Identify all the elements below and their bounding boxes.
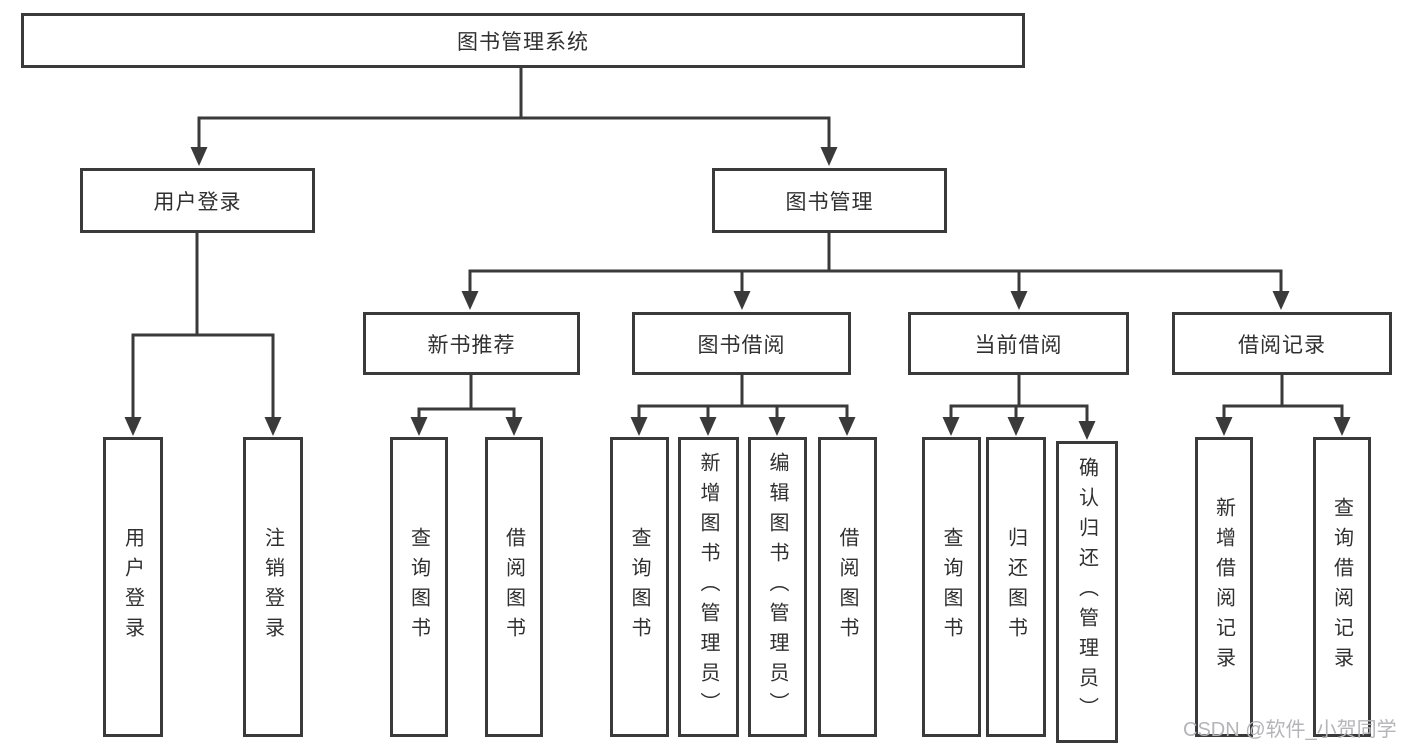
- node-leaf-user-login: 用户登录: [103, 437, 163, 737]
- arrow-down-icon: [820, 147, 838, 166]
- node-label: 新书推荐: [427, 333, 516, 357]
- arrow-down-icon: [1078, 421, 1096, 440]
- node-book-management: 图书管理: [712, 168, 947, 233]
- arrow-down-icon: [838, 417, 856, 436]
- arrow-down-icon: [1272, 291, 1290, 310]
- node-current-borrowing: 当前借阅: [908, 312, 1129, 375]
- node-book-borrowing: 图书借阅: [632, 312, 851, 375]
- node-leaf-query-books-2: 查询图书: [610, 437, 669, 737]
- arrow-down-icon: [1215, 417, 1233, 436]
- node-borrowing-records: 借阅记录: [1172, 312, 1392, 375]
- arrow-down-icon: [1007, 417, 1025, 436]
- node-label: 用户登录: [121, 527, 144, 647]
- node-leaf-query-books-1: 查询图书: [390, 437, 448, 737]
- node-label: 编辑图书（管理员）: [766, 452, 788, 722]
- arrow-down-icon: [1010, 291, 1028, 310]
- node-label: 图书管理: [785, 190, 874, 214]
- arrow-down-icon: [190, 147, 208, 166]
- node-label: 图书管理系统: [457, 30, 589, 54]
- node-label: 借阅记录: [1238, 333, 1326, 357]
- arrow-down-icon: [630, 417, 648, 436]
- arrow-down-icon: [733, 291, 751, 310]
- node-label: 新增图书（管理员）: [697, 452, 719, 722]
- arrow-down-icon: [699, 417, 717, 436]
- node-label: 注销登录: [261, 527, 284, 647]
- node-leaf-edit-books-admin: 编辑图书（管理员）: [748, 437, 807, 737]
- node-leaf-confirm-return-admin: 确认归还（管理员）: [1056, 441, 1118, 743]
- node-label: 查询图书: [940, 527, 962, 647]
- node-leaf-borrow-books-2: 借阅图书: [818, 437, 877, 737]
- node-label: 归还图书: [1004, 527, 1027, 647]
- arrow-down-icon: [768, 417, 786, 436]
- arrow-down-icon: [505, 417, 523, 436]
- node-leaf-add-borrow-record: 新增借阅记录: [1195, 437, 1253, 737]
- arrow-down-icon: [264, 417, 282, 436]
- arrow-down-icon: [124, 417, 142, 436]
- node-label: 借阅图书: [502, 527, 525, 647]
- node-label: 查询图书: [407, 527, 430, 647]
- node-leaf-return-books: 归还图书: [986, 437, 1046, 737]
- node-leaf-logout: 注销登录: [243, 437, 303, 737]
- node-label: 确认归还（管理员）: [1075, 457, 1098, 727]
- arrow-down-icon: [942, 417, 960, 436]
- node-leaf-query-borrow-record: 查询借阅记录: [1313, 437, 1371, 737]
- node-label: 借阅图书: [836, 527, 858, 647]
- node-root: 图书管理系统: [21, 13, 1025, 68]
- node-leaf-query-books-3: 查询图书: [922, 437, 981, 737]
- node-label: 查询借阅记录: [1330, 497, 1353, 677]
- node-leaf-add-books-admin: 新增图书（管理员）: [678, 437, 739, 737]
- node-label: 当前借阅: [974, 333, 1063, 357]
- node-label: 图书借阅: [697, 333, 786, 357]
- node-label: 新增借阅记录: [1212, 497, 1235, 677]
- arrow-down-icon: [410, 417, 428, 436]
- arrow-down-icon: [461, 291, 479, 310]
- node-user-login: 用户登录: [80, 168, 315, 233]
- node-label: 查询图书: [628, 527, 650, 647]
- node-label: 用户登录: [153, 190, 242, 214]
- node-leaf-borrow-books-1: 借阅图书: [485, 437, 543, 737]
- watermark: CSDN @软件_小贺同学: [1183, 719, 1397, 741]
- arrow-down-icon: [1333, 417, 1351, 436]
- node-new-book-recommend: 新书推荐: [363, 312, 580, 375]
